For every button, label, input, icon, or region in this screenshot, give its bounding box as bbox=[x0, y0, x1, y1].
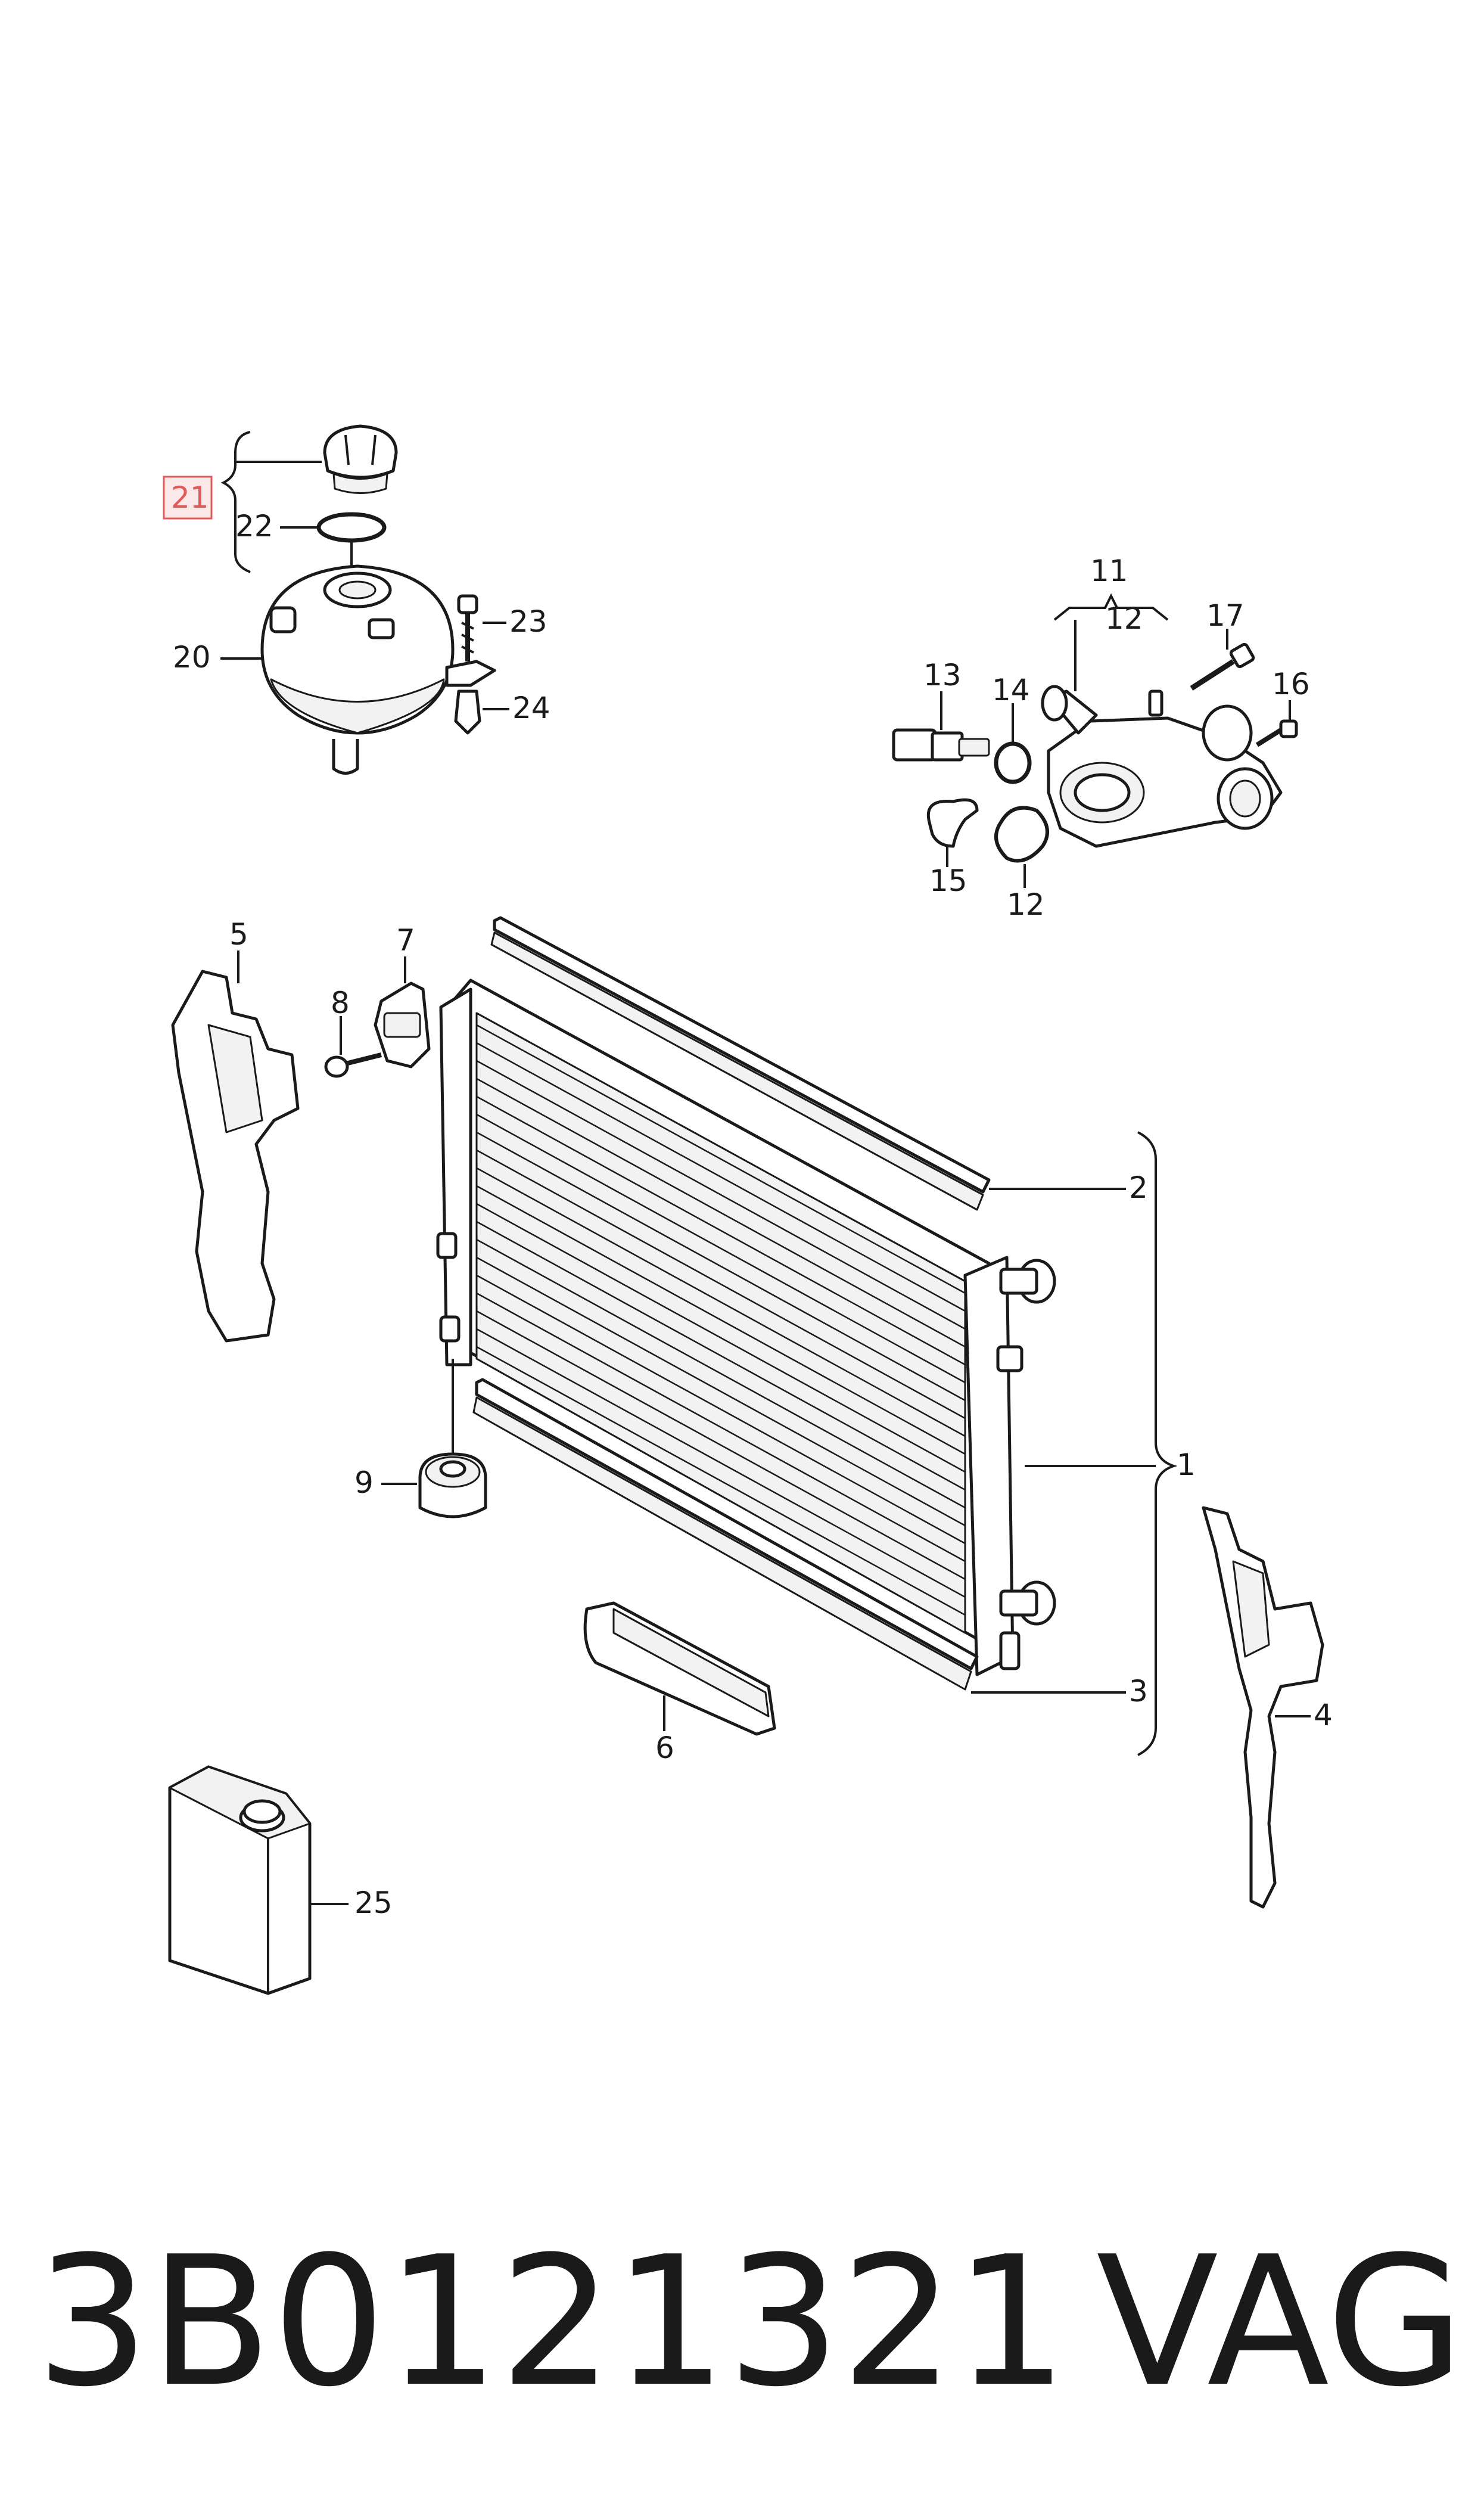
callout-24: 24 bbox=[512, 691, 550, 725]
callout-15: 15 bbox=[929, 864, 967, 898]
lower-seal-strip[interactable] bbox=[472, 1378, 979, 1691]
callout-17: 17 bbox=[1206, 598, 1245, 633]
callout-2: 2 bbox=[1129, 1170, 1148, 1205]
callout-3: 3 bbox=[1129, 1674, 1148, 1709]
callout-22: 22 bbox=[235, 509, 273, 543]
clip-nut[interactable] bbox=[454, 689, 481, 735]
bolt[interactable] bbox=[1255, 719, 1298, 747]
temperature-sensor[interactable] bbox=[892, 728, 990, 762]
callout-11: 11 bbox=[1090, 554, 1128, 588]
expansion-tank-group bbox=[220, 424, 509, 775]
callout-23: 23 bbox=[509, 604, 547, 639]
mounting-screw[interactable] bbox=[324, 1052, 382, 1078]
bolt[interactable] bbox=[1190, 642, 1255, 691]
coolant-flange[interactable] bbox=[1041, 685, 1283, 848]
radiator-fins bbox=[476, 1024, 966, 1616]
highlight-box-21 bbox=[163, 476, 213, 520]
retaining-clip[interactable] bbox=[927, 798, 979, 848]
expansion-tank[interactable] bbox=[260, 564, 496, 775]
callout-20: 20 bbox=[173, 640, 211, 675]
screw[interactable] bbox=[457, 594, 478, 661]
callout-7: 7 bbox=[396, 923, 415, 958]
flange-gasket[interactable] bbox=[994, 806, 1049, 863]
mounting-bracket[interactable] bbox=[374, 981, 431, 1069]
callout-13: 13 bbox=[923, 658, 962, 692]
coolant-flange-group bbox=[892, 593, 1298, 888]
o-ring[interactable] bbox=[994, 741, 1032, 784]
callout-9: 9 bbox=[354, 1465, 374, 1500]
callout-12-bottom: 12 bbox=[1007, 887, 1045, 922]
callout-4: 4 bbox=[1314, 1698, 1333, 1732]
air-deflector[interactable] bbox=[583, 1601, 776, 1736]
callout-12-top: 12 bbox=[1105, 601, 1143, 636]
callout-5: 5 bbox=[229, 917, 248, 952]
upper-seal-strip[interactable] bbox=[490, 916, 991, 1211]
callout-1: 1 bbox=[1177, 1448, 1196, 1482]
seal-ring[interactable] bbox=[316, 512, 387, 543]
brand-name: VAG bbox=[1096, 2218, 1464, 2426]
callout-8: 8 bbox=[331, 986, 350, 1020]
callout-14: 14 bbox=[992, 673, 1030, 707]
part-number: 3B0121321 bbox=[36, 2218, 1068, 2426]
filler-cap[interactable] bbox=[323, 424, 398, 494]
right-air-guide[interactable] bbox=[1202, 1506, 1324, 1909]
callout-16: 16 bbox=[1272, 667, 1310, 701]
left-air-guide[interactable] bbox=[171, 970, 300, 1343]
rubber-mount[interactable] bbox=[418, 1359, 487, 1518]
callout-25: 25 bbox=[354, 1886, 393, 1920]
coolant-canister[interactable] bbox=[168, 1765, 312, 1995]
callout-21: 21 bbox=[171, 480, 209, 515]
callout-6: 6 bbox=[655, 1731, 674, 1765]
radiator[interactable] bbox=[436, 979, 1056, 1676]
